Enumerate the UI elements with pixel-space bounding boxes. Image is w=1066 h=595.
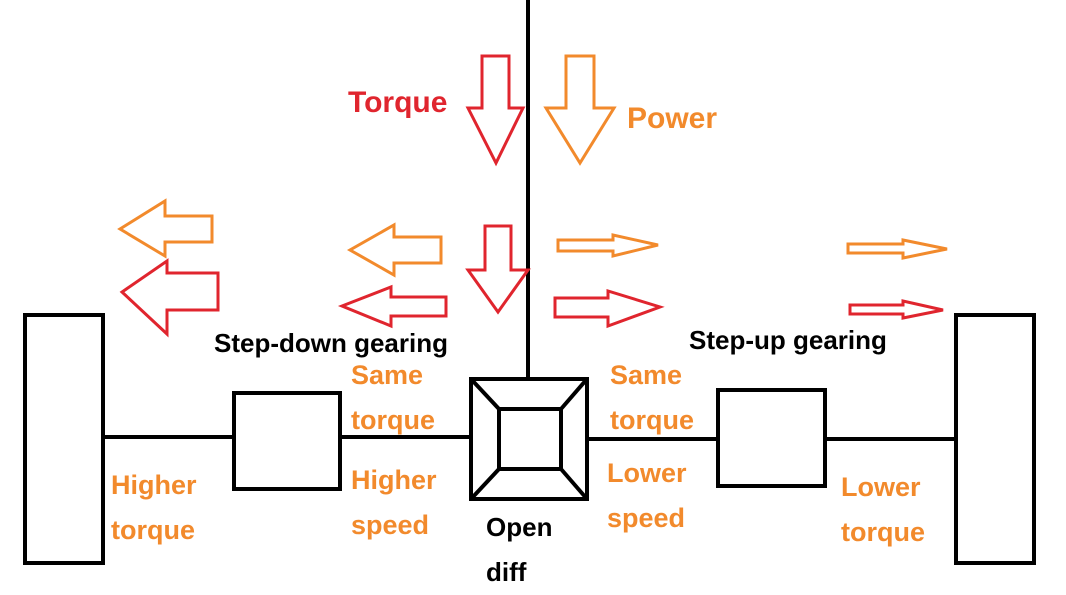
step-up-gearbox [716, 388, 827, 488]
open-diff-box [469, 377, 589, 501]
torque-legend-label: Torque [348, 86, 447, 119]
open-diff-label-line2: diff [486, 557, 527, 587]
step-down-gearbox [232, 391, 342, 491]
right-outer-label-2: torque [841, 517, 925, 547]
left-outer-torque-arrow [119, 258, 220, 338]
left-inner-torque-arrow [337, 284, 448, 329]
right-inner-power-arrow [556, 233, 659, 258]
left-outer-power-arrow [117, 198, 214, 259]
left-outer-label-2: torque [111, 515, 195, 545]
right-outer-power-arrow [846, 238, 948, 260]
left-inner-power-arrow [346, 222, 443, 278]
right-wheel [954, 313, 1036, 565]
torque-diff-arrow [465, 224, 531, 315]
step-down-gearing-label: Step-down gearing [214, 328, 448, 358]
right-outer-label-1: Lower [841, 472, 921, 502]
left-inner-bottom-label-1: Higher [351, 465, 437, 495]
torque-input-arrow [465, 54, 526, 167]
right-inner-top-label-1: Same [610, 360, 682, 390]
open-diff-label-line1: Open [486, 512, 552, 542]
left-wheel [23, 313, 105, 565]
power-input-arrow [543, 54, 617, 166]
right-inner-top-label-2: torque [610, 405, 694, 435]
drivetrain-structure [23, 0, 1036, 565]
left-inner-top-label-2: torque [351, 405, 435, 435]
right-inner-bottom-label-2: speed [607, 503, 685, 533]
step-up-gearing-label: Step-up gearing [689, 325, 887, 355]
left-inner-bottom-label-2: speed [351, 510, 429, 540]
flow-arrows [117, 54, 948, 338]
right-outer-torque-arrow [848, 299, 944, 320]
left-outer-label-1: Higher [111, 470, 197, 500]
power-legend-label: Power [627, 102, 717, 135]
right-inner-bottom-label-1: Lower [607, 458, 687, 488]
left-inner-top-label-1: Same [351, 360, 423, 390]
right-inner-torque-arrow [553, 288, 665, 329]
diagram-labels: Torque Power Step-down gearing Step-up g… [111, 86, 925, 587]
